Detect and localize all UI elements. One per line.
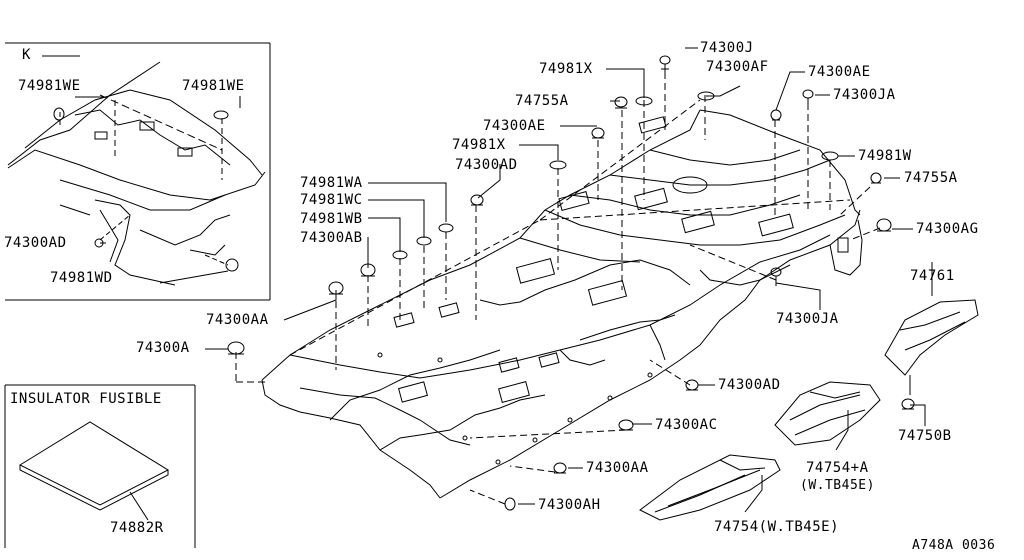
- label-74981wa: 74981WA: [300, 175, 363, 191]
- label-74981w: 74981W: [858, 148, 912, 164]
- insulator-sheet: [18, 421, 170, 521]
- inset-k-letter: K: [22, 47, 31, 63]
- label-74300ag: 74300AG: [916, 221, 979, 237]
- label-74981x-mid: 74981X: [452, 137, 506, 153]
- clip-aa-low-icon: [553, 462, 567, 474]
- grommet-af-icon: [697, 91, 715, 101]
- label-insulator-part: 74882R: [110, 520, 164, 536]
- label-74300aa-left: 74300AA: [206, 312, 269, 328]
- inset-k-frame: [5, 42, 271, 301]
- label-74300a: 74300A: [136, 340, 190, 356]
- clip-ac-icon: [618, 419, 634, 431]
- clip-ae-top-icon: [770, 109, 782, 121]
- label-74755a-right: 74755A: [904, 170, 958, 186]
- clip-ja-top-icon: [802, 89, 814, 106]
- clip-ab-icon: [360, 263, 376, 277]
- clip-ag-icon: [876, 218, 892, 232]
- leader-lines: [205, 47, 933, 513]
- bolt-750b-icon: [901, 398, 915, 410]
- insulator-frame: [4, 384, 196, 548]
- grommet-w-icon: [821, 151, 839, 161]
- label-74300af: 74300AF: [706, 59, 769, 75]
- label-74300ah: 74300AH: [538, 497, 601, 513]
- label-74754a-note: (W.TB45E): [800, 478, 875, 493]
- label-74754: 74754(W.TB45E): [714, 519, 840, 535]
- inset-grommet-right-icon: [213, 110, 229, 120]
- label-74300ad-low: 74300AD: [718, 377, 781, 393]
- label-inset-ad: 74300AD: [4, 235, 67, 251]
- label-74754a: 74754+A: [806, 460, 869, 476]
- plug-ah-icon: [504, 497, 516, 511]
- grommet-755a-top-icon: [614, 96, 628, 109]
- label-inset-we-left: 74981WE: [18, 78, 81, 94]
- label-74300j: 74300J: [700, 40, 754, 56]
- inset-grommet-left-icon: [53, 107, 65, 121]
- grommet-wc-icon: [416, 236, 432, 246]
- fasteners: [227, 55, 915, 511]
- part-74761: [884, 299, 979, 395]
- label-74300ja-top: 74300JA: [833, 87, 896, 103]
- clip-j-icon: [659, 55, 671, 75]
- figure-code: A748A 0036: [912, 538, 996, 553]
- insulator-title: INSULATOR FUSIBLE: [10, 391, 162, 407]
- label-74300ab: 74300AB: [300, 230, 363, 246]
- label-74761: 74761: [910, 268, 955, 284]
- part-74754: [639, 454, 781, 521]
- label-74981x-top: 74981X: [539, 61, 593, 77]
- label-74300ae-top: 74300AE: [808, 64, 871, 80]
- clip-ja-low-icon: [770, 267, 782, 286]
- label-74300ad-mid: 74300AD: [455, 157, 518, 173]
- clip-ae-mid-icon: [591, 127, 605, 139]
- label-74981wb: 74981WB: [300, 211, 363, 227]
- grommet-wb-icon: [392, 250, 408, 260]
- label-74750b: 74750B: [898, 428, 952, 444]
- label-74300aa-low: 74300AA: [586, 460, 649, 476]
- grommet-wa-icon: [438, 223, 454, 233]
- label-74300ac: 74300AC: [655, 417, 718, 433]
- label-74981wc: 74981WC: [300, 192, 363, 208]
- label-74300ae-mid: 74300AE: [483, 118, 546, 134]
- label-74300ja-low: 74300JA: [776, 311, 839, 327]
- inset-plug-icon: [225, 258, 239, 272]
- main-floor-panel: [261, 109, 863, 499]
- inset-clip-icon: [94, 238, 104, 248]
- grommet-x-top-icon: [635, 96, 653, 106]
- part-74754a: [774, 381, 881, 446]
- clip-a-icon: [227, 341, 245, 355]
- clip-aa-left-icon: [328, 281, 344, 295]
- grommet-755a-right-icon: [870, 172, 882, 184]
- clip-ad-low-icon: [685, 379, 699, 391]
- label-inset-wd: 74981WD: [50, 270, 113, 286]
- assembly-dash-lines: [235, 72, 881, 505]
- label-inset-we-right: 74981WE: [182, 78, 245, 94]
- clip-ad-mid-icon: [470, 194, 484, 206]
- label-74755a-top: 74755A: [515, 93, 569, 109]
- inset-k-panel: [7, 55, 266, 286]
- grommet-x-mid-icon: [549, 160, 567, 170]
